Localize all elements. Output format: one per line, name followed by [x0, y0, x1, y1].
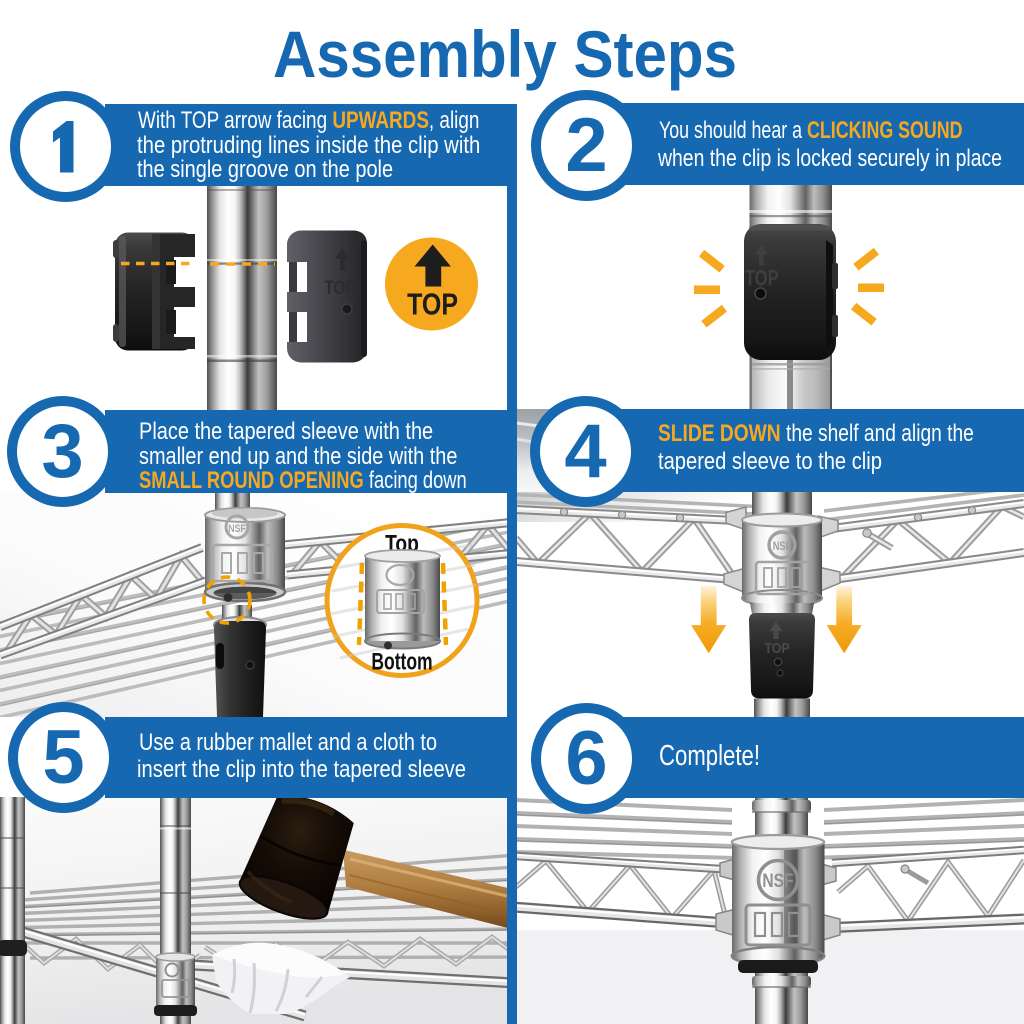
svg-text:NSF: NSF — [773, 541, 791, 553]
svg-text:TOP: TOP — [325, 276, 356, 298]
svg-text:Bottom: Bottom — [371, 649, 432, 675]
svg-text:TOP: TOP — [764, 640, 789, 656]
svg-text:TOP: TOP — [745, 266, 779, 291]
svg-text:NSF: NSF — [762, 870, 793, 892]
svg-text:NSF: NSF — [228, 523, 246, 535]
svg-text:TOP: TOP — [407, 287, 458, 321]
